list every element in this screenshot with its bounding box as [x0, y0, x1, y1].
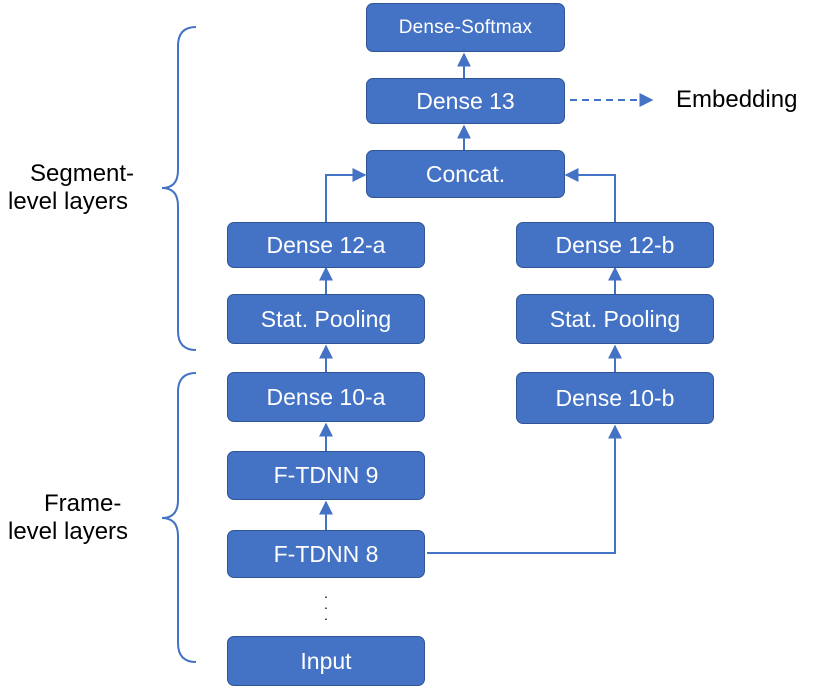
segment-level-label: Segment- level layers [8, 160, 134, 216]
dense-13-node: Dense 13 [366, 78, 565, 124]
dense-12a-node: Dense 12-a [227, 222, 425, 268]
dense-12b-node: Dense 12-b [516, 222, 714, 268]
embedding-label: Embedding [676, 86, 798, 113]
dense-10a-node: Dense 10-a [227, 372, 425, 422]
arrow-dense12b-to-concat [564, 168, 616, 222]
input-node: Input [227, 636, 425, 686]
ftdnn-9-node: F-TDNN 9 [227, 451, 425, 500]
frame-level-line2: level layers [8, 518, 129, 545]
dense-softmax-node: Dense-Softmax [366, 3, 565, 52]
frame-level-label: Frame- level layers [8, 490, 128, 546]
frame-level-line1: Frame- [44, 490, 122, 517]
segment-level-line1: Segment- [30, 160, 135, 187]
arrow-ftdnn8-to-dense10b [427, 424, 622, 554]
stat-pooling-b-node: Stat. Pooling [516, 294, 714, 344]
stat-pooling-a-node: Stat. Pooling [227, 294, 425, 344]
arrow-dense12a-to-concat [325, 168, 367, 222]
segment-level-line2: level layers [8, 188, 129, 215]
ftdnn-8-node: F-TDNN 8 [227, 530, 425, 578]
ellipsis: · · · [323, 588, 329, 626]
concat-node: Concat. [366, 150, 565, 198]
segment-level-brace [161, 26, 197, 351]
dense-10b-node: Dense 10-b [516, 372, 714, 424]
frame-level-brace [161, 372, 197, 663]
